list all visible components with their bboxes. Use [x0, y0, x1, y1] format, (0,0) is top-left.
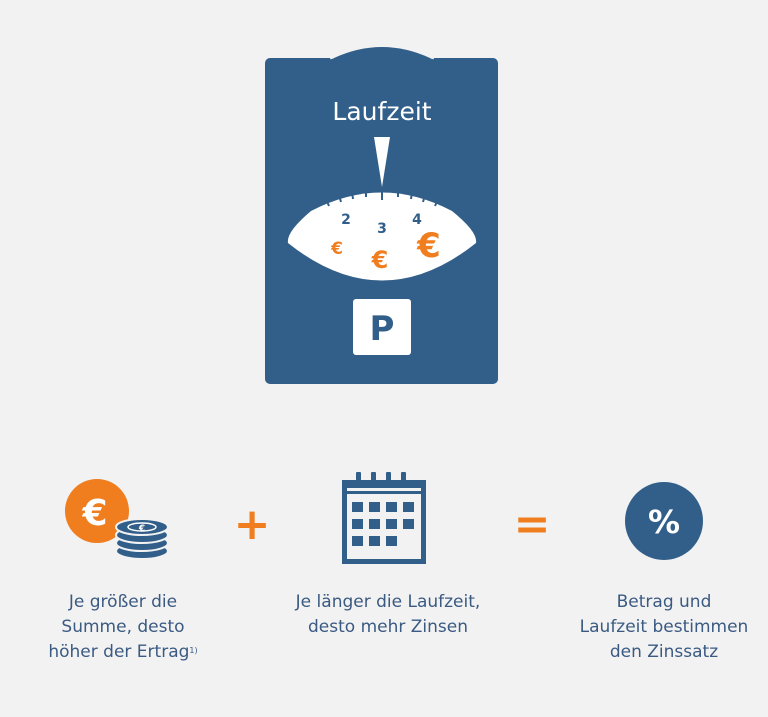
- caption-rate-line-2: Laufzeit bestimmen: [579, 617, 749, 637]
- caption-amount: Je größer die Summe, desto höher der Ert…: [18, 590, 228, 665]
- parking-letter: P: [370, 309, 395, 349]
- dial-number-4: 4: [412, 212, 422, 228]
- caption-amount-line-1: Je größer die: [68, 592, 178, 612]
- caption-duration-line-2: desto mehr Zinsen: [308, 617, 468, 637]
- dial-ticks: [325, 189, 439, 207]
- euro-coin-symbol: €: [81, 493, 107, 534]
- parking-disc: Laufzeit 2 3 4 € € € P: [265, 47, 498, 384]
- plus-sign: +: [234, 499, 271, 550]
- dial-number-3: 3: [377, 221, 387, 237]
- percent-symbol: %: [648, 503, 680, 541]
- equals-sign: =: [514, 499, 551, 550]
- footnote-marker: 1): [189, 646, 198, 655]
- euro-medium: €: [371, 246, 389, 274]
- caption-rate-line-1: Betrag und: [616, 592, 712, 612]
- dial-number-2: 2: [341, 212, 351, 228]
- caption-amount-line-3-wrap: höher der Ertrag1): [18, 640, 228, 665]
- disc-title: Laufzeit: [332, 97, 431, 126]
- caption-duration-line-1: Je länger die Laufzeit,: [295, 592, 481, 612]
- euro-small: €: [330, 239, 343, 259]
- euro-large: €: [416, 226, 441, 266]
- parking-sign: [353, 299, 411, 355]
- disc-dial: [287, 192, 477, 281]
- caption-amount-line-3: höher der Ertrag: [48, 642, 190, 662]
- caption-amount-line-2: Summe, desto: [61, 617, 185, 637]
- coin-stack-icon: €: [115, 518, 169, 560]
- disc-handle-top: [334, 47, 430, 66]
- coin-euro-symbol: €: [138, 524, 145, 534]
- disc-pointer: [374, 137, 390, 187]
- percent-icon: %: [625, 482, 703, 560]
- calendar-icon: [342, 472, 426, 564]
- caption-rate-line-3: den Zinssatz: [609, 642, 719, 662]
- money-icon: € €: [65, 479, 169, 560]
- caption-rate: Betrag und Laufzeit bestimmen den Zinssa…: [560, 590, 768, 665]
- caption-duration: Je länger die Laufzeit, desto mehr Zinse…: [258, 590, 518, 640]
